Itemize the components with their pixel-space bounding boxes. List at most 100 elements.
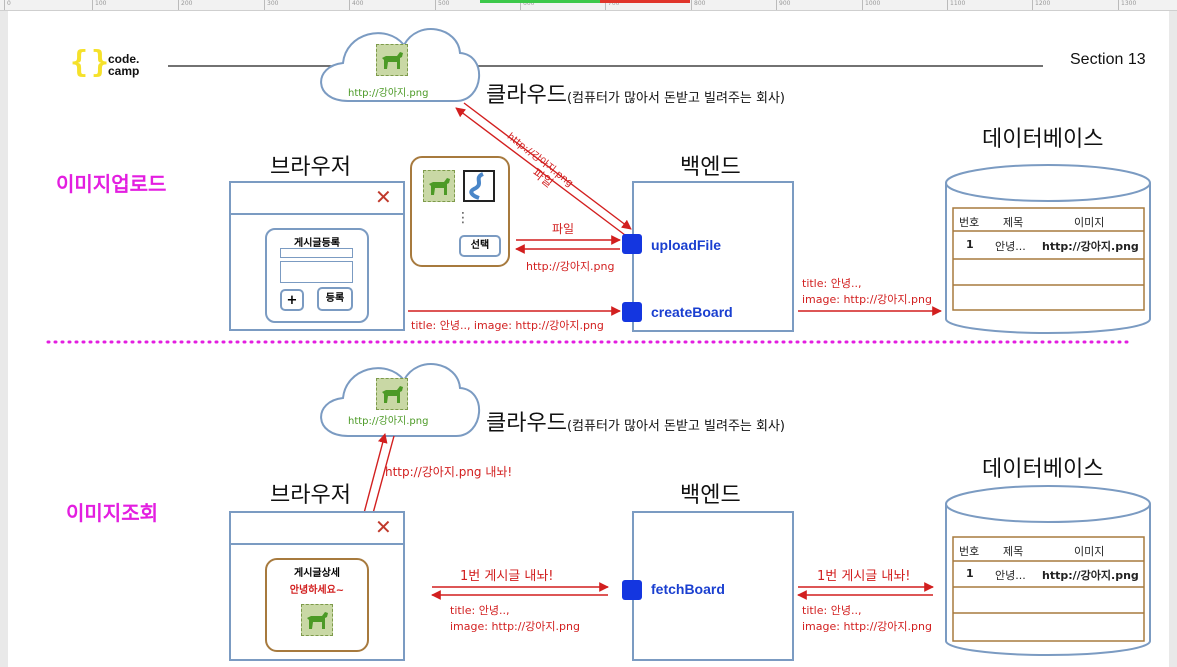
- ruler-tick: 1100: [947, 0, 965, 10]
- db-header-title: 제목: [1003, 545, 1024, 558]
- fetch-board-label: fetchBoard: [651, 581, 725, 597]
- create-board-label: createBoard: [651, 304, 733, 320]
- upload-file-label: uploadFile: [651, 237, 721, 253]
- db-response-image: image: http://강아지.png: [802, 620, 932, 633]
- db-cell-no: 1: [966, 567, 974, 580]
- detail-text: 안녕하세요~: [289, 585, 345, 596]
- browser-window-upload: ✕ 게시글등록 + 등록: [229, 181, 405, 331]
- fetch-response-title: title: 안녕..,: [450, 604, 510, 617]
- more-files-icon: ⋮: [456, 210, 470, 226]
- db-cell-title: 안녕...: [995, 240, 1026, 253]
- select-button[interactable]: 선택: [459, 235, 501, 257]
- form-title: 게시글등록: [294, 238, 340, 249]
- add-image-button[interactable]: +: [280, 289, 304, 311]
- view-section-label: 이미지조회: [66, 501, 158, 525]
- backend-title-upload: 백엔드: [680, 155, 741, 180]
- post-form: 게시글등록 + 등록: [265, 228, 369, 323]
- db-header-image: 이미지: [1074, 545, 1105, 558]
- content-input[interactable]: [280, 261, 353, 283]
- browser-titlebar-divider: [231, 543, 403, 545]
- browser-titlebar-divider: [231, 213, 403, 215]
- cloud-subtitle: (컴퓨터가 많아서 돈받고 빌려주는 회사): [566, 91, 786, 106]
- title-input[interactable]: [280, 248, 353, 258]
- browser-window-view: ✕ 게시글상세 안녕하세요~: [229, 511, 405, 661]
- cloud-url-top: http://강아지.png: [348, 88, 429, 99]
- cloud-subtitle: (컴퓨터가 많아서 돈받고 빌려주는 회사): [566, 419, 786, 434]
- close-icon[interactable]: ✕: [375, 185, 392, 209]
- dog-image-icon: [376, 44, 408, 76]
- create-board-node: [622, 302, 642, 322]
- arrow-label-url-back: http://강아지.png: [526, 260, 615, 273]
- post-detail: 게시글상세 안녕하세요~: [265, 558, 369, 652]
- dog-image-icon: [301, 604, 333, 636]
- cloud-title-bottom: 클라우드(컴퓨터가 많아서 돈받고 빌려주는 회사): [486, 405, 785, 437]
- ruler-tick: 700: [605, 0, 619, 10]
- logo-line2: camp: [108, 64, 140, 78]
- upload-file-node: [622, 234, 642, 254]
- db-header-image: 이미지: [1074, 216, 1105, 229]
- db-save-title: title: 안녕..,: [802, 277, 862, 290]
- arrow-label-fetch-request: 1번 게시글 내놔!: [460, 569, 554, 584]
- db-header-no: 번호: [959, 216, 980, 229]
- section-label: Section 13: [1070, 51, 1146, 68]
- ruler-marker-green: [480, 0, 600, 3]
- ruler-marker-red: [600, 0, 690, 3]
- browser-title-view: 브라우저: [270, 483, 351, 508]
- ruler-tick: 500: [435, 0, 449, 10]
- arrow-backend-file: [463, 102, 632, 230]
- logo-bracket-close: }: [91, 45, 110, 80]
- ruler-tick: 800: [691, 0, 705, 10]
- file-picker: ⋮ 선택: [410, 156, 510, 267]
- db-cell-image: http://강아지.png: [1042, 569, 1139, 582]
- db-cell-title: 안녕...: [995, 569, 1026, 582]
- slide: { } code. camp Section 13 http://강아지.png…: [8, 11, 1169, 667]
- ruler-tick: 400: [349, 0, 363, 10]
- cloud-title-text: 클라우드: [486, 411, 567, 436]
- db-cell-no: 1: [966, 238, 974, 251]
- cloud-title-top: 클라우드(컴퓨터가 많아서 돈받고 빌려주는 회사): [486, 77, 785, 109]
- cloud-url-bottom: http://강아지.png: [348, 416, 429, 427]
- register-button[interactable]: 등록: [317, 287, 353, 311]
- arrow-label-cloud-request: http://강아지.png 내놔!: [385, 465, 513, 479]
- arrow-label-db-request: 1번 게시글 내놔!: [817, 569, 911, 584]
- ruler-tick: 1200: [1032, 0, 1050, 10]
- fetch-response-image: image: http://강아지.png: [450, 620, 580, 633]
- dog-image-icon: [376, 378, 408, 410]
- dog-image-icon[interactable]: [423, 170, 455, 202]
- ruler-tick: 300: [264, 0, 278, 10]
- detail-title: 게시글상세: [294, 568, 340, 579]
- db-header-no: 번호: [959, 545, 980, 558]
- db-table-top: [952, 207, 1145, 311]
- arrow-cloud-url: [455, 107, 626, 236]
- ruler-tick: 600: [520, 0, 534, 10]
- close-icon[interactable]: ✕: [375, 515, 392, 539]
- db-cylinder-top: [945, 183, 1151, 334]
- db-save-image: image: http://강아지.png: [802, 293, 932, 306]
- logo-line1: code.: [108, 52, 140, 66]
- ruler-tick: 100: [92, 0, 106, 10]
- arrow-label-file: 파일: [552, 222, 575, 236]
- logo-text: code. camp: [108, 53, 139, 77]
- backend-title-view: 백엔드: [680, 483, 741, 508]
- db-header-title: 제목: [1003, 216, 1024, 229]
- ruler-tick: 200: [178, 0, 192, 10]
- logo-bracket-open: {: [70, 45, 89, 80]
- backend-box-upload: [632, 181, 794, 332]
- cloud-title-text: 클라우드: [486, 83, 567, 108]
- db-response-title: title: 안녕..,: [802, 604, 862, 617]
- arrow-label-db-response: title: 안녕.., image: http://강아지.png: [802, 603, 932, 635]
- ruler-tick: 0: [4, 0, 11, 10]
- db-title-view: 데이터베이스: [982, 457, 1104, 482]
- arrow-label-fetch-response: title: 안녕.., image: http://강아지.png: [450, 603, 580, 635]
- db-cylinder-bottom: [945, 504, 1151, 656]
- river-image-icon[interactable]: [463, 170, 495, 202]
- ruler-tick: 1300: [1118, 0, 1136, 10]
- db-cell-image: http://강아지.png: [1042, 240, 1139, 253]
- db-table-bottom: [952, 536, 1145, 642]
- arrow-label-db-save: title: 안녕.., image: http://강아지.png: [802, 276, 932, 308]
- upload-section-label: 이미지업로드: [56, 172, 167, 196]
- ruler-tick: 900: [776, 0, 790, 10]
- browser-title-upload: 브라우저: [270, 155, 351, 180]
- fetch-board-node: [622, 580, 642, 600]
- db-title-upload: 데이터베이스: [982, 127, 1104, 152]
